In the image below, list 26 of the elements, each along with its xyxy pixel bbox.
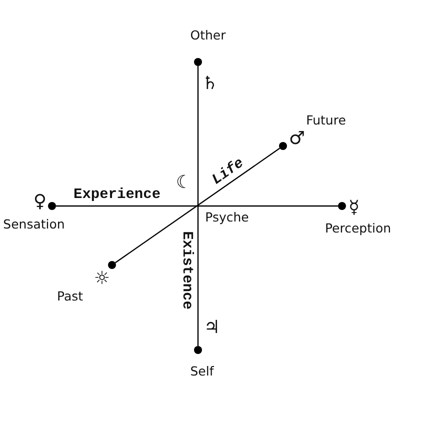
axis-label: Future (306, 112, 346, 128)
center-label: Psyche (205, 210, 249, 224)
planet-symbol: ☿ (348, 199, 360, 217)
axis-label: Self (190, 364, 214, 378)
planet-symbol: ♄ (202, 75, 218, 93)
axis-label: Past (56, 288, 84, 304)
planet-symbol: ☼ (94, 270, 110, 288)
planet-symbol: ☾ (176, 174, 192, 192)
planet-symbol: ♀ (33, 193, 47, 211)
endpoint-dot (194, 346, 202, 354)
planet-symbol: ♂ (288, 130, 306, 148)
edge-label: Existence (178, 230, 194, 309)
axis-line (56, 205, 338, 207)
axis-label: Sensation (3, 216, 65, 232)
axis-label: Perception (324, 220, 392, 236)
edge-label: Life (210, 156, 246, 188)
endpoint-dot (194, 58, 202, 66)
axis-line (114, 148, 280, 264)
axis-label: Other (190, 28, 226, 42)
endpoint-dot (108, 261, 116, 269)
planet-symbol: ♃ (204, 319, 220, 337)
endpoint-dot (279, 142, 287, 150)
endpoint-dot (338, 202, 346, 210)
axis-line (197, 66, 199, 346)
edge-label: Experience (74, 188, 161, 202)
endpoint-dot (48, 202, 56, 210)
